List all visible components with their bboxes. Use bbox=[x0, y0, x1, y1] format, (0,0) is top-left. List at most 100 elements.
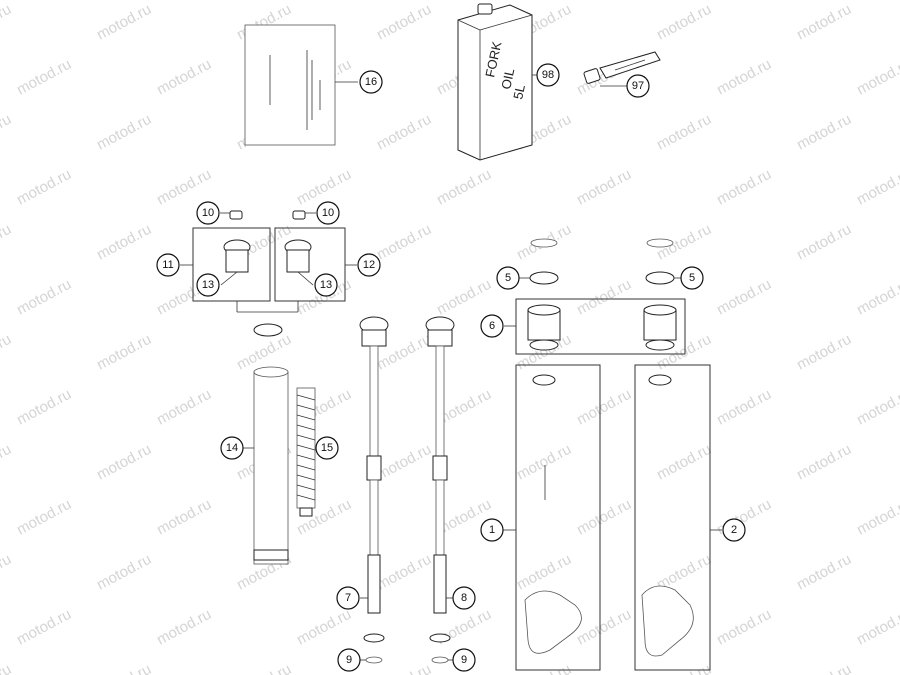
part-14-outer-tube bbox=[243, 366, 289, 565]
part-98-fork-oil-can: FORK OIL 5L bbox=[457, 3, 537, 161]
watermark-text: motod.ru bbox=[14, 56, 74, 99]
watermark-text: motod.ru bbox=[94, 441, 154, 484]
watermark-text: motod.ru bbox=[94, 111, 154, 154]
watermark-text: motod.ru bbox=[794, 1, 854, 44]
callout-2: 2 bbox=[722, 518, 746, 542]
watermark-text: motod.ru bbox=[14, 276, 74, 319]
watermark-text: motod.ru bbox=[0, 551, 14, 594]
callout-15: 15 bbox=[315, 436, 339, 460]
watermark-text: motod.ru bbox=[0, 221, 14, 264]
callout-16: 16 bbox=[359, 70, 383, 94]
watermark-text: motod.ru bbox=[94, 661, 154, 675]
svg-text:6: 6 bbox=[489, 320, 495, 332]
watermark-text: motod.ru bbox=[654, 661, 714, 675]
watermark-text: motod.ru bbox=[294, 606, 354, 649]
watermark-text: motod.ru bbox=[154, 56, 214, 99]
watermark-text: motod.ru bbox=[854, 56, 900, 99]
callout-9-left: 9 bbox=[337, 648, 361, 672]
watermark-text: motod.ru bbox=[154, 496, 214, 539]
svg-text:98: 98 bbox=[542, 69, 554, 81]
watermark-text: motod.ru bbox=[374, 661, 434, 675]
watermark-text: motod.ru bbox=[434, 166, 494, 209]
svg-text:2: 2 bbox=[731, 524, 737, 536]
svg-text:16: 16 bbox=[365, 76, 377, 88]
watermark-text: motod.ru bbox=[14, 496, 74, 539]
callout-7: 7 bbox=[336, 586, 360, 610]
svg-text:5: 5 bbox=[505, 272, 511, 284]
watermark-text: motod.ru bbox=[374, 111, 434, 154]
watermark-text: motod.ru bbox=[374, 441, 434, 484]
svg-text:13: 13 bbox=[202, 279, 214, 291]
part-97-grease-tube bbox=[583, 51, 661, 87]
part-8-cartridge bbox=[425, 316, 455, 614]
part-15-spring bbox=[296, 387, 316, 517]
watermark-text: motod.ru bbox=[714, 166, 774, 209]
watermark-text: motod.ru bbox=[854, 166, 900, 209]
svg-text:1: 1 bbox=[489, 524, 495, 536]
watermark-text: motod.ru bbox=[374, 1, 434, 44]
watermark-text: motod.ru bbox=[434, 276, 494, 319]
watermark-text: motod.ru bbox=[854, 496, 900, 539]
watermark-text: motod.ru bbox=[0, 111, 14, 154]
part-13-piston-assemblies bbox=[220, 239, 314, 286]
watermark-text: motod.ru bbox=[654, 111, 714, 154]
watermark-text: motod.ru bbox=[854, 606, 900, 649]
svg-text:11: 11 bbox=[162, 259, 173, 271]
svg-text:10: 10 bbox=[322, 207, 334, 219]
callout-8: 8 bbox=[452, 586, 476, 610]
svg-text:10: 10 bbox=[202, 207, 214, 219]
part-11-kit-frame bbox=[180, 227, 271, 302]
watermark-text: motod.ru bbox=[94, 1, 154, 44]
callout-12: 12 bbox=[357, 253, 381, 277]
watermark-text: motod.ru bbox=[654, 441, 714, 484]
watermark-text: motod.ru bbox=[574, 606, 634, 649]
callout-98: 98 bbox=[536, 63, 560, 87]
callout-10-left: 10 bbox=[196, 201, 220, 225]
part-16-sheet bbox=[244, 24, 358, 146]
watermark-text: motod.ru bbox=[94, 331, 154, 374]
part-1-fork-leg bbox=[503, 364, 601, 671]
watermark-text: motod.ru bbox=[714, 276, 774, 319]
part-9-rings bbox=[360, 633, 454, 664]
watermark-text: motod.ru bbox=[714, 386, 774, 429]
callout-13-right: 13 bbox=[314, 273, 338, 297]
watermark-text: motod.ru bbox=[0, 661, 14, 675]
watermark-text: motod.ru bbox=[574, 276, 634, 319]
svg-text:14: 14 bbox=[226, 442, 238, 454]
callout-11: 11 bbox=[156, 253, 180, 277]
watermark-text: motod.ru bbox=[0, 1, 14, 44]
watermark-text: motod.ru bbox=[234, 661, 294, 675]
svg-text:12: 12 bbox=[363, 259, 375, 271]
svg-text:9: 9 bbox=[346, 654, 352, 666]
watermark-text: motod.ru bbox=[374, 221, 434, 264]
watermark-text: motod.ru bbox=[14, 606, 74, 649]
callout-13-left: 13 bbox=[196, 273, 220, 297]
callout-5-left: 5 bbox=[496, 266, 520, 290]
watermark-text: motod.ru bbox=[714, 606, 774, 649]
can-label-line-3: 5L bbox=[510, 83, 528, 100]
watermark-text: motod.ru bbox=[94, 221, 154, 264]
part-5-dust-seals bbox=[518, 238, 685, 285]
watermark-text: motod.ru bbox=[0, 441, 14, 484]
can-label-line-1: FORK bbox=[482, 40, 504, 79]
watermark-text: motod.ru bbox=[794, 221, 854, 264]
watermark-text: motod.ru bbox=[14, 166, 74, 209]
part-7-cartridge bbox=[359, 316, 389, 614]
watermark-text: motod.ru bbox=[794, 441, 854, 484]
watermark-text: motod.ru bbox=[514, 441, 574, 484]
watermark-text: motod.ru bbox=[714, 56, 774, 99]
watermark-text: motod.ru bbox=[574, 386, 634, 429]
can-label-line-2: OIL bbox=[498, 67, 517, 91]
watermark-text: motod.ru bbox=[794, 111, 854, 154]
watermark-text: motod.ru bbox=[854, 386, 900, 429]
watermark-text: motod.ru bbox=[574, 496, 634, 539]
watermark-text: motod.ru bbox=[794, 661, 854, 675]
watermark-text: motod.ru bbox=[794, 331, 854, 374]
watermark-text: motod.ru bbox=[854, 276, 900, 319]
svg-text:7: 7 bbox=[345, 592, 351, 604]
svg-text:9: 9 bbox=[461, 654, 467, 666]
watermark-text: motod.ru bbox=[574, 166, 634, 209]
callout-9-right: 9 bbox=[452, 648, 476, 672]
callout-10-right: 10 bbox=[316, 201, 340, 225]
watermark-text: motod.ru bbox=[794, 551, 854, 594]
